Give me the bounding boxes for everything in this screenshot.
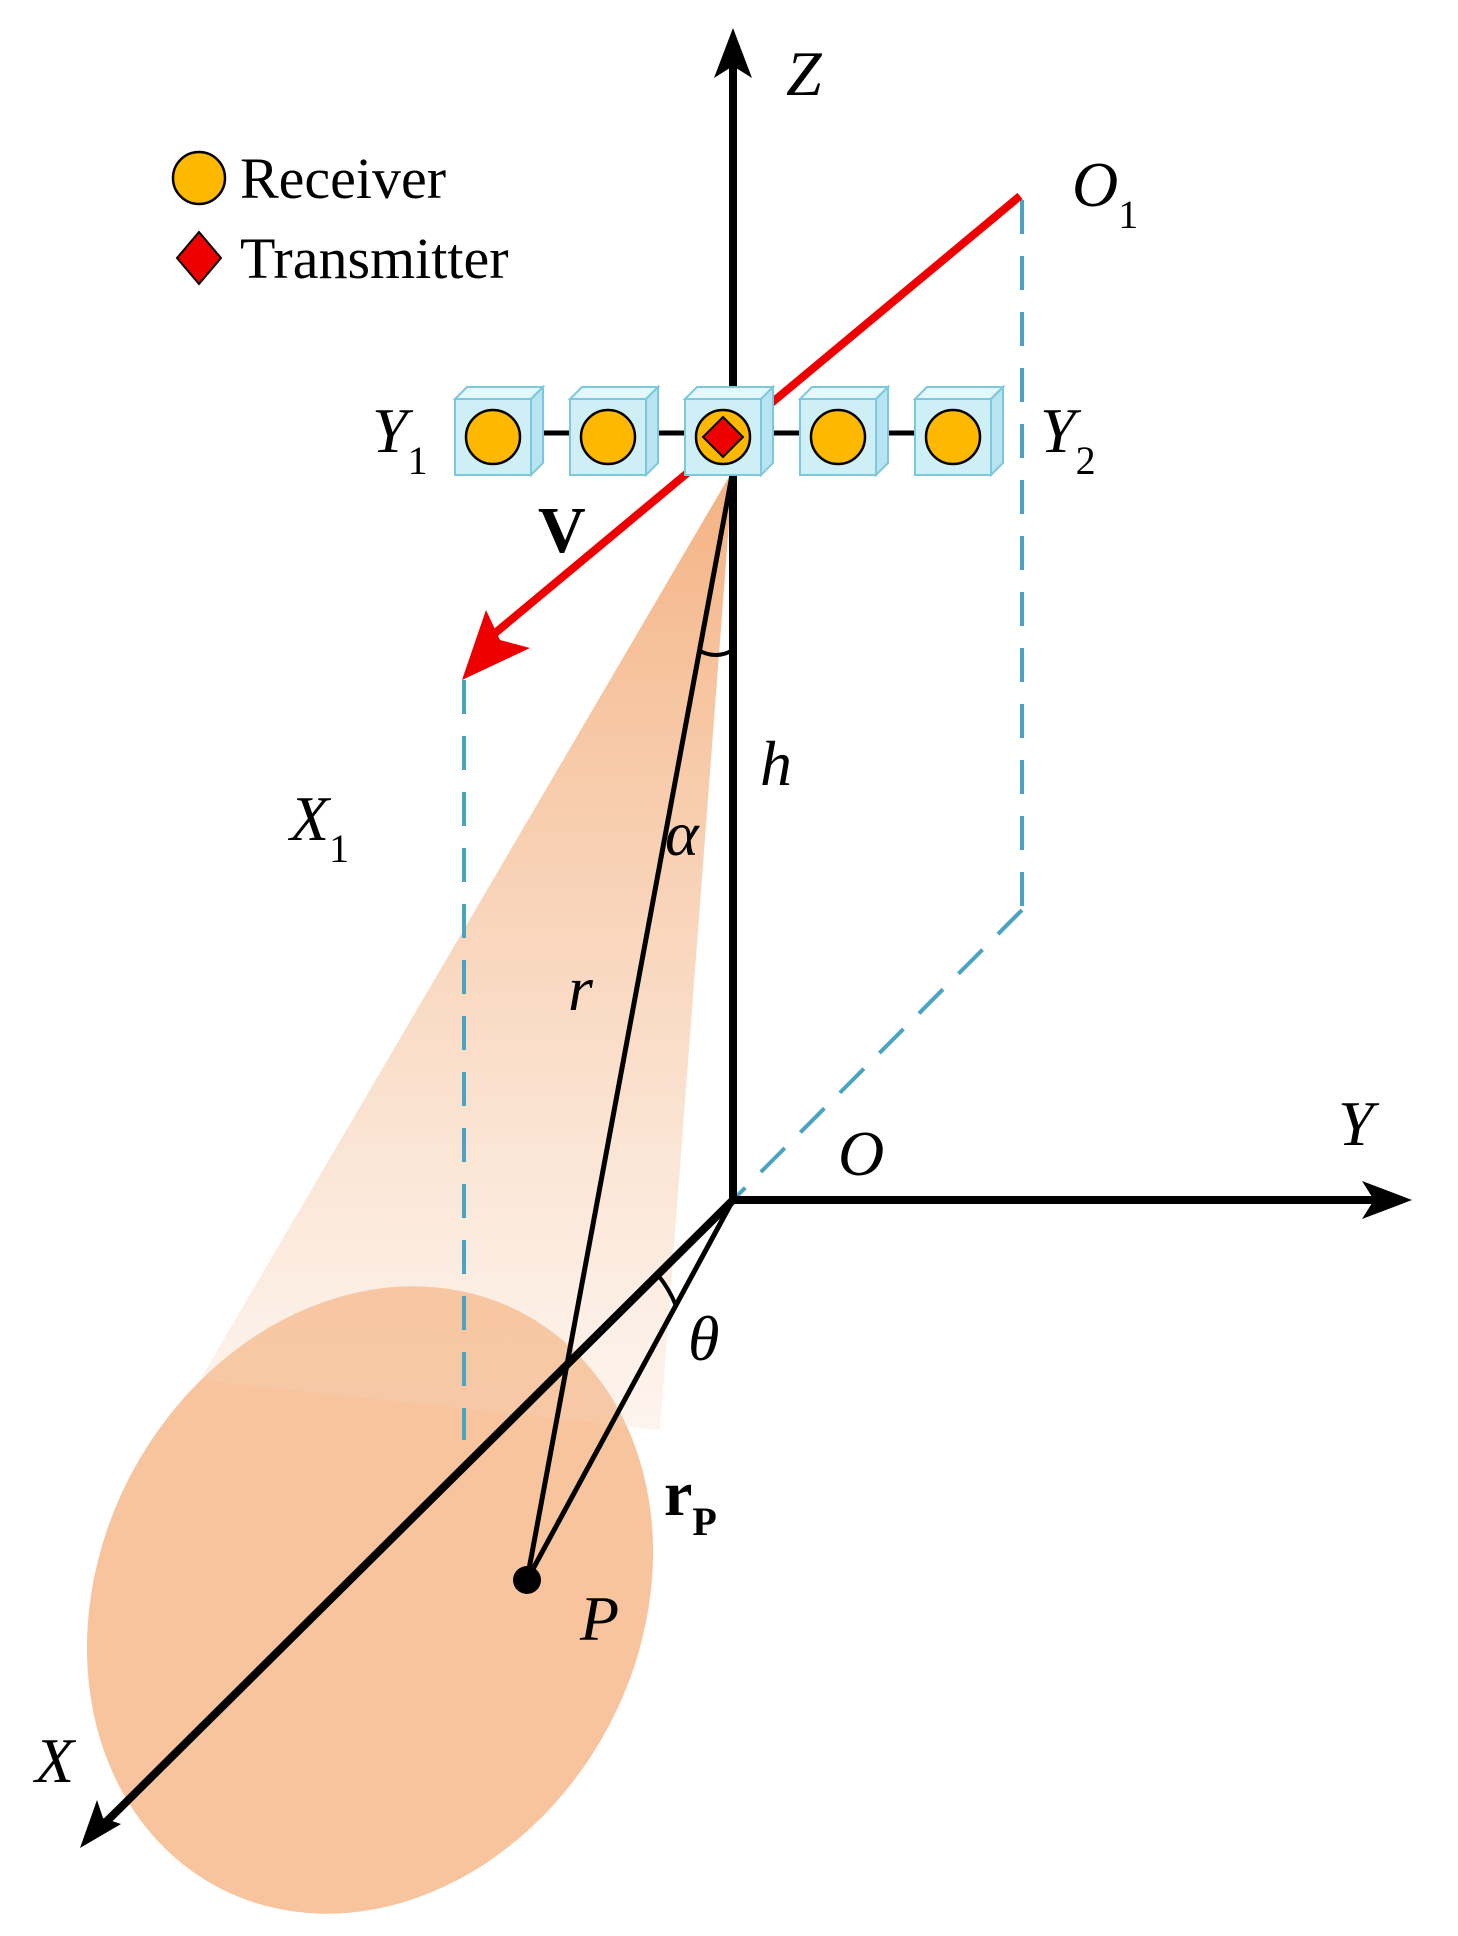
element-box-side xyxy=(990,384,1004,478)
o1-subscript: 1 xyxy=(1118,192,1138,237)
x-axis xyxy=(80,1197,736,1848)
x-axis-label: X xyxy=(32,1725,77,1796)
legend: Receiver Transmitter xyxy=(171,146,509,291)
theta-label: θ xyxy=(688,1303,719,1374)
transmitter-icon xyxy=(701,415,745,459)
element-box-top xyxy=(452,386,546,400)
alpha-angle-arc xyxy=(697,648,735,657)
y1-subscript: 1 xyxy=(408,438,428,483)
rp-label: rP xyxy=(664,1458,717,1544)
slant-range-line xyxy=(524,469,736,1581)
y-axis xyxy=(733,1181,1412,1219)
point-p-label: P xyxy=(579,1583,619,1654)
point-p-marker xyxy=(513,1566,541,1594)
y-axis-label: Y xyxy=(1338,1088,1380,1159)
element-box-top xyxy=(567,386,661,400)
transmitter-legend-label: Transmitter xyxy=(240,226,509,291)
theta-angle-arc xyxy=(656,1273,678,1307)
array-element-receiver xyxy=(797,384,891,478)
array-element-receiver xyxy=(567,384,661,478)
y2-label: Y2 xyxy=(1040,395,1096,483)
antenna-array xyxy=(452,384,1006,478)
range-label: r xyxy=(568,953,594,1024)
element-box-side xyxy=(645,384,659,478)
z-axis xyxy=(714,28,752,1200)
receiver-icon xyxy=(809,408,867,466)
o1-label: O1 xyxy=(1072,149,1138,237)
y1-label: Y1 xyxy=(372,395,428,483)
receiver-legend-icon xyxy=(171,150,227,206)
rp-subscript: P xyxy=(692,1499,716,1544)
array-element-transmitter xyxy=(682,384,776,478)
element-box-side xyxy=(530,384,544,478)
z-axis-label: Z xyxy=(786,38,823,109)
element-box-top xyxy=(797,386,891,400)
velocity-label: V xyxy=(538,494,586,567)
dashed-projection-lines xyxy=(462,200,1024,1440)
velocity-arrowhead xyxy=(462,610,530,680)
origin-label: O xyxy=(838,1118,884,1189)
height-label: h xyxy=(760,728,792,799)
receiver-icon xyxy=(924,408,982,466)
x1-subscript: 1 xyxy=(329,826,349,871)
element-box-side xyxy=(760,384,774,478)
array-element-receiver xyxy=(452,384,546,478)
transmitter-legend-icon xyxy=(175,230,223,286)
receiver-icon xyxy=(579,408,637,466)
element-box-side xyxy=(875,384,889,478)
array-element-receiver xyxy=(912,384,1006,478)
receiver-legend-label: Receiver xyxy=(240,146,446,211)
beam-cone xyxy=(200,470,733,1430)
element-box-top xyxy=(912,386,1006,400)
receiver-icon xyxy=(464,408,522,466)
beam-footprint-ellipse xyxy=(86,1286,654,1914)
x-axis-arrowhead xyxy=(80,1800,121,1848)
z-axis-arrowhead xyxy=(714,28,752,78)
alpha-label: α xyxy=(665,798,700,869)
y2-subscript: 2 xyxy=(1076,438,1096,483)
x1-label: X1 xyxy=(287,783,349,871)
ground-vector-rp xyxy=(524,1198,736,1582)
y-axis-arrowhead xyxy=(1362,1181,1412,1219)
element-box-top xyxy=(682,386,776,400)
